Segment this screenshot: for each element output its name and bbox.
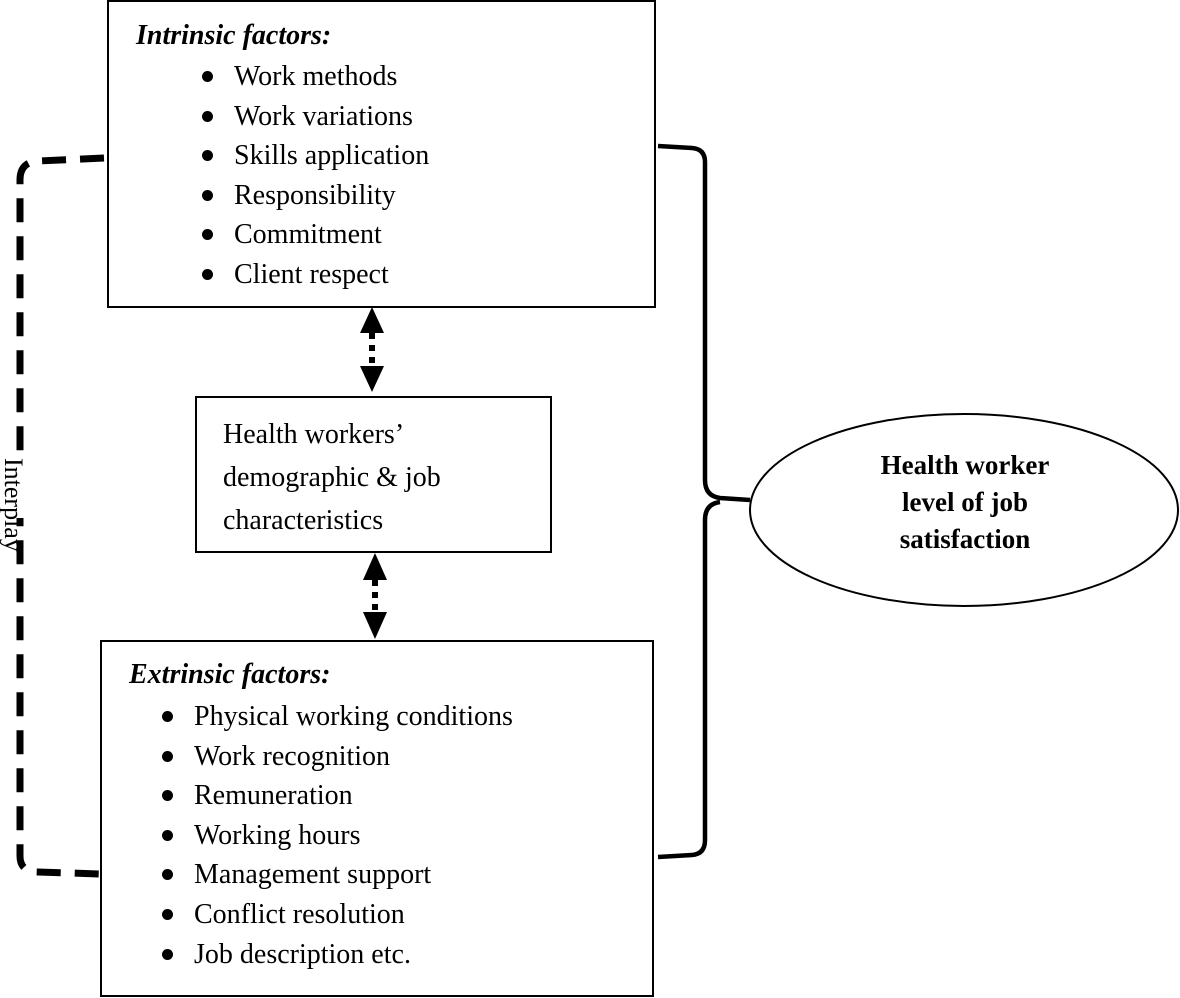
factor-label: Client respect (234, 258, 389, 290)
arrow-head-up-1 (360, 307, 384, 333)
factor-label: Work methods (234, 61, 398, 92)
extrinsic-factors-title: Extrinsic factors: (129, 659, 331, 690)
factor-label: Skills application (234, 140, 430, 172)
bullet-icon (162, 790, 173, 802)
bullet-icon (162, 948, 173, 960)
bullet-icon (202, 110, 213, 122)
bullet-icon (162, 750, 173, 762)
demographic-characteristics-box: Health workers’ demographic & job charac… (195, 396, 552, 553)
bullet-icon (162, 829, 173, 841)
arrow-head-down-1 (360, 366, 384, 392)
bullet-icon (162, 711, 173, 722)
factor-label: Physical working conditions (194, 701, 513, 732)
arrow-head-up-2 (363, 553, 387, 580)
factor-label: Work recognition (194, 740, 391, 772)
intrinsic-factors-title: Intrinsic factors: (136, 20, 332, 51)
outcome-curly-brace (657, 143, 751, 860)
arrow-head-down-2 (363, 612, 387, 639)
arrow-intrinsic-demographic (360, 307, 384, 392)
interplay-label: Interplay (0, 458, 28, 552)
bullet-icon (202, 189, 213, 201)
factor-label: Commitment (234, 219, 382, 251)
bullet-icon (202, 268, 213, 280)
factor-label: Conflict resolution (194, 898, 405, 930)
bullet-icon (202, 71, 213, 82)
factor-label: Work variations (234, 100, 413, 132)
factor-label: Working hours (194, 819, 361, 851)
factor-label: Job description etc. (194, 938, 411, 970)
factor-label: Remuneration (194, 780, 353, 812)
bullet-icon (202, 229, 213, 241)
job-satisfaction-label: Health worker level of job satisfaction (880, 450, 1050, 554)
arrow-demographic-extrinsic (363, 553, 387, 639)
factor-label: Responsibility (234, 179, 396, 211)
interplay-dashed-bracket (16, 154, 105, 878)
bullet-icon (162, 869, 173, 881)
factor-label: Management support (194, 859, 432, 891)
bullet-icon (202, 150, 213, 162)
outcome-ellipse (749, 413, 1179, 607)
extrinsic-factors-box: Extrinsic factors: Physical working cond… (100, 640, 654, 997)
demographic-characteristics-text: Health workers’ demographic & job charac… (223, 419, 441, 536)
bullet-icon (162, 908, 173, 920)
